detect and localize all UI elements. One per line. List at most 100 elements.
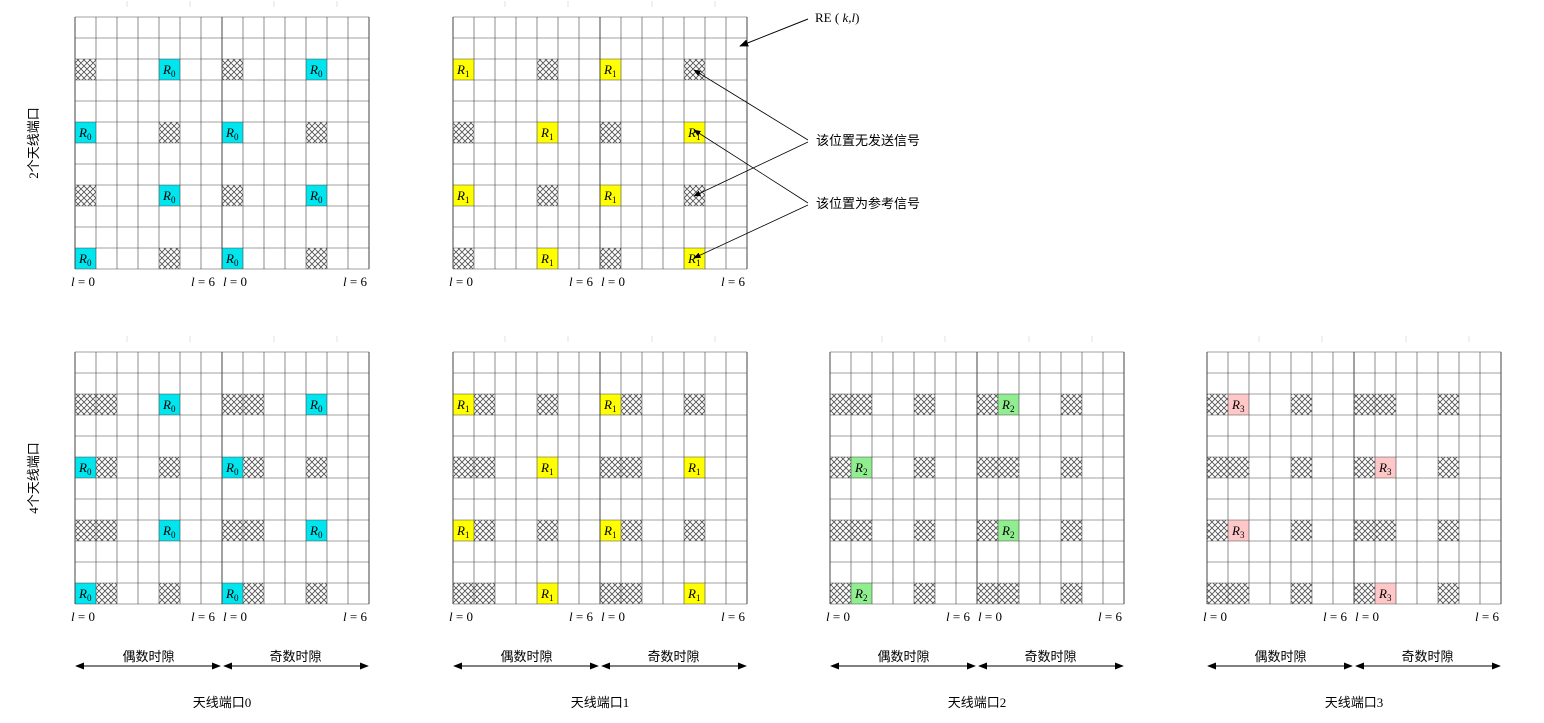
no-signal-cell — [1354, 520, 1375, 541]
no-signal-cell — [1061, 583, 1082, 604]
symbol-index-label: l = 6 — [569, 274, 593, 289]
no-signal-cell — [830, 520, 851, 541]
reference-symbol-label: R0 — [162, 188, 176, 205]
no-signal-cell — [851, 394, 872, 415]
reference-symbol-label: R2 — [1001, 523, 1014, 540]
no-signal-cell — [306, 457, 327, 478]
symbol-index-label: l = 6 — [1475, 609, 1499, 624]
reference-signal-cell — [222, 122, 243, 143]
reference-signal-cell — [453, 520, 474, 541]
no-signal-cell — [222, 59, 243, 80]
reference-signal-cell — [600, 185, 621, 206]
no-signal-cell — [1438, 583, 1459, 604]
port-caption: 天线端口2 — [948, 695, 1007, 710]
reference-signal-cell — [222, 248, 243, 269]
no-signal-cell — [684, 520, 705, 541]
reference-symbol-label: R0 — [78, 586, 92, 603]
port-caption: 天线端口1 — [571, 695, 630, 710]
reference-symbol-label: R0 — [309, 523, 323, 540]
symbol-index-label: l = 0 — [449, 609, 473, 624]
reference-signal-cell — [1375, 583, 1396, 604]
reference-symbol-label: R0 — [225, 125, 239, 142]
no-signal-cell — [600, 457, 621, 478]
no-signal-cell — [684, 394, 705, 415]
no-signal-cell — [243, 457, 264, 478]
no-signal-cell — [159, 583, 180, 604]
reference-symbol-label: R1 — [687, 586, 700, 603]
no-signal-cell — [977, 457, 998, 478]
even-slot-label: 偶数时隙 — [500, 649, 552, 664]
no-signal-cell — [474, 583, 495, 604]
no-signal-cell — [600, 248, 621, 269]
symbol-index-label: l = 6 — [946, 609, 970, 624]
no-signal-cell — [851, 520, 872, 541]
no-signal-cell — [914, 394, 935, 415]
no-signal-cell — [474, 520, 495, 541]
no-signal-cell — [75, 59, 96, 80]
re-annotation: RE ( k,l) — [739, 10, 859, 47]
reference-symbol-label: R0 — [78, 460, 92, 477]
no-signal-cell — [243, 583, 264, 604]
reference-symbol-label: R2 — [1001, 397, 1014, 414]
no-signal-cell — [914, 457, 935, 478]
no-signal-cell — [914, 583, 935, 604]
even-slot-label: 偶数时隙 — [122, 649, 174, 664]
reference-symbol-label: R0 — [78, 251, 92, 268]
no-signal-cell — [600, 583, 621, 604]
reference-signal-cell — [537, 457, 558, 478]
no-signal-cell — [222, 394, 243, 415]
reference-signal-cell — [537, 248, 558, 269]
reference-symbol-label: R0 — [309, 62, 323, 79]
no-signal-cell — [830, 394, 851, 415]
no-signal-cell — [222, 520, 243, 541]
no-signal-cell — [1228, 457, 1249, 478]
reference-signal-cell — [537, 122, 558, 143]
no-signal-cell — [1375, 394, 1396, 415]
no-signal-cell — [1207, 394, 1228, 415]
no-signal-cell — [1354, 583, 1375, 604]
reference-signal-cell — [222, 583, 243, 604]
no-signal-cell — [1354, 394, 1375, 415]
no-signal-cell — [621, 520, 642, 541]
no-signal-cell — [1291, 520, 1312, 541]
no-signal-label: 该位置无发送信号 — [816, 133, 920, 148]
no-signal-cell — [1228, 583, 1249, 604]
reference-signal-cell — [998, 394, 1019, 415]
no-signal-cell — [1207, 457, 1228, 478]
no-signal-cell — [222, 185, 243, 206]
no-signal-cell — [830, 457, 851, 478]
reference-symbol-label: R0 — [162, 523, 176, 540]
reference-signal-cell — [600, 520, 621, 541]
reference-symbol-label: R1 — [540, 125, 553, 142]
reference-signal-cell — [75, 122, 96, 143]
no-signal-cell — [537, 394, 558, 415]
no-signal-cell — [621, 583, 642, 604]
no-signal-cell — [96, 457, 117, 478]
reference-signal-cell — [306, 59, 327, 80]
no-signal-arrow-bottom — [693, 141, 809, 197]
no-signal-cell — [1061, 457, 1082, 478]
reference-signal-cell — [684, 457, 705, 478]
symbol-index-label: l = 6 — [343, 274, 367, 289]
no-signal-cell — [96, 394, 117, 415]
no-signal-cell — [306, 248, 327, 269]
reference-symbol-label: R0 — [225, 460, 239, 477]
reference-symbol-label: R1 — [456, 523, 469, 540]
re-arrow — [739, 18, 809, 47]
reference-symbol-label: R1 — [456, 62, 469, 79]
row-label-4-ports: 4个天线端口 — [26, 442, 41, 514]
no-signal-cell — [1354, 457, 1375, 478]
no-signal-cell — [1291, 583, 1312, 604]
reference-signal-cell — [306, 394, 327, 415]
reference-symbol-label: R1 — [687, 251, 700, 268]
reference-symbol-label: R1 — [540, 251, 553, 268]
reference-signal-cell — [453, 185, 474, 206]
reference-signal-cell — [159, 394, 180, 415]
no-signal-cell — [243, 394, 264, 415]
symbol-index-label: l = 0 — [223, 274, 247, 289]
reference-symbol-label: R3 — [1231, 523, 1245, 540]
